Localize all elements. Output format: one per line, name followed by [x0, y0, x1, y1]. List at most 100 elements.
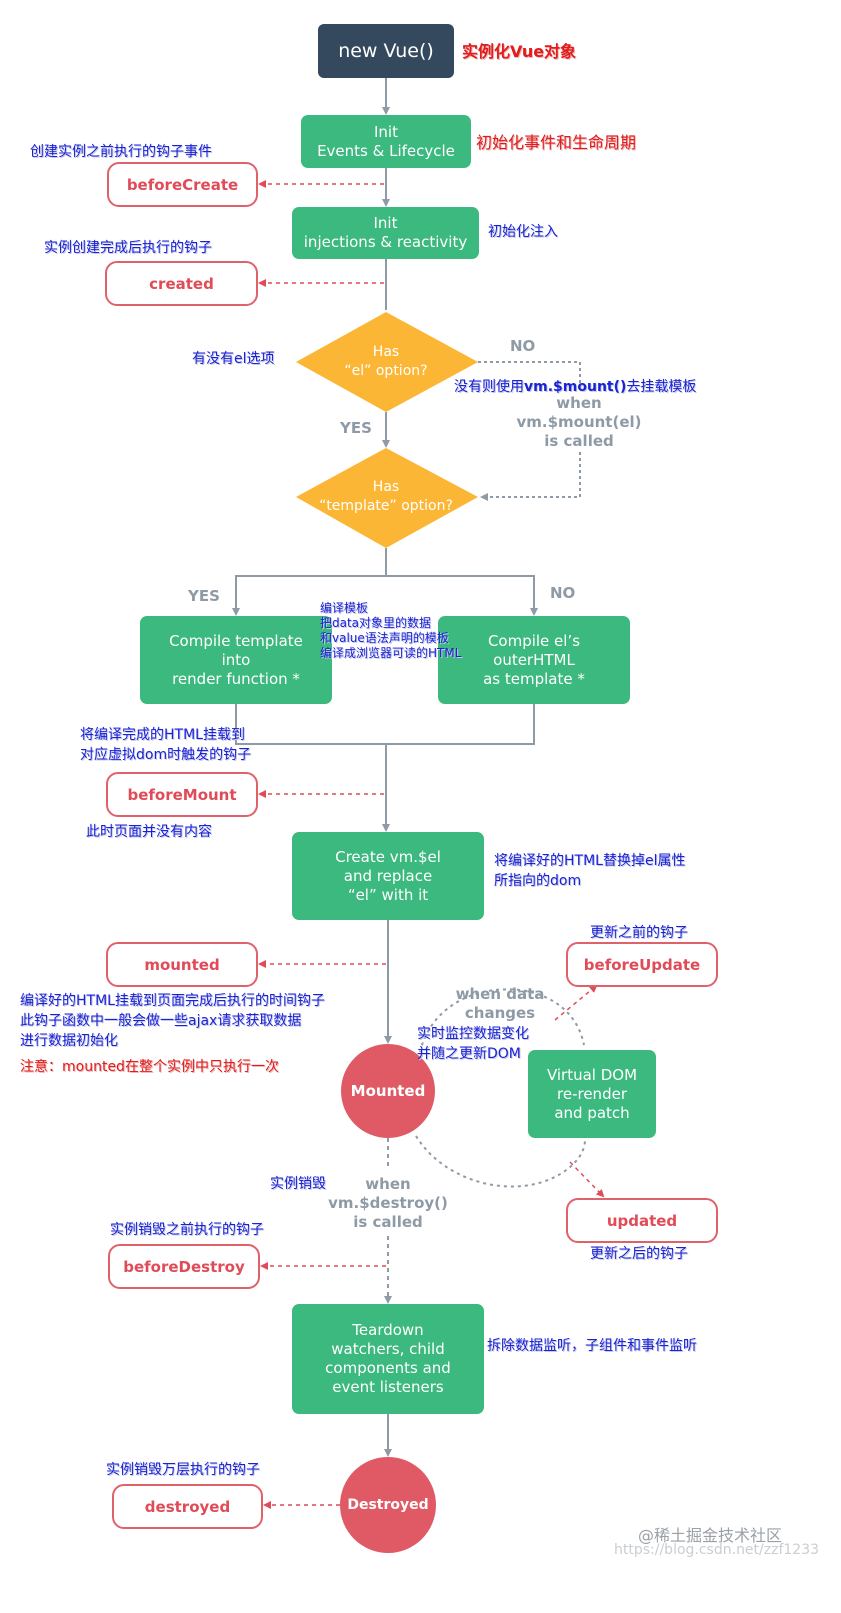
hook-destroyed: destroyed — [112, 1484, 263, 1529]
hook-created: created — [105, 261, 258, 306]
annotation-line: 对应虚拟dom时触发的钩子 — [80, 747, 252, 763]
init-injections-node: Init injections & reactivity — [292, 207, 479, 259]
watermark-site: @稀土掘金技术社区 — [638, 1526, 783, 1545]
update-loop — [419, 988, 585, 1053]
node-line: into — [221, 650, 251, 669]
hook-before-destroy: beforeDestroy — [108, 1244, 260, 1289]
hook-before-mount: beforeMount — [106, 772, 258, 817]
annotation-before-mount: 将编译完成的HTML挂载到 对应虚拟dom时触发的钩子 — [80, 725, 251, 765]
node-line: Has — [372, 479, 400, 495]
new-vue-label: new Vue() — [338, 40, 434, 62]
flow-line — [386, 575, 538, 616]
node-line: “el” with it — [347, 885, 429, 904]
annotation-mounted-desc: 编译好的HTML挂载到页面完成后执行的时间钩子 此钩子函数中一般会做一些ajax… — [20, 991, 325, 1051]
annotation-line: 所指向的dom — [494, 873, 582, 889]
annotation-part: 去挂载模板 — [626, 379, 697, 395]
flow-line — [480, 452, 581, 501]
annotation-line: 编译模板 — [320, 601, 369, 615]
yes-label-1: YES — [340, 419, 372, 437]
new-vue-node: new Vue() — [318, 24, 454, 78]
annotation-line: 并随之更新DOM — [417, 1046, 521, 1062]
annotation-line: 进行数据初始化 — [20, 1033, 118, 1049]
hook-before-create: beforeCreate — [107, 162, 258, 207]
hook-label: beforeMount — [127, 785, 237, 804]
hook-arrow — [569, 1161, 605, 1198]
hook-before-update: beforeUpdate — [566, 942, 718, 987]
hook-label: destroyed — [144, 1497, 231, 1516]
yes-label-2: YES — [188, 587, 220, 605]
create-el-node: Create vm.$el and replace “el” with it — [292, 832, 484, 920]
annotation-part: vm.$mount() — [524, 379, 627, 395]
annotation-part: 没有则使用 — [454, 379, 524, 395]
node-line: Events & Lifecycle — [317, 141, 455, 160]
annotation-destroy: 实例销毁 — [270, 1176, 326, 1192]
annotation-no-content: 此时页面并没有内容 — [86, 824, 212, 840]
node-line: watchers, child — [331, 1340, 445, 1358]
label-line: when — [556, 394, 602, 412]
hook-label: beforeCreate — [126, 175, 239, 194]
node-line: Init — [374, 122, 398, 141]
node-line: Init — [373, 214, 398, 232]
node-line: and patch — [554, 1103, 630, 1122]
watermark-url: https://blog.csdn.net/zzf1233 — [614, 1542, 820, 1558]
annotation-line: 实时监控数据变化 — [417, 1026, 529, 1042]
label-line: is called — [353, 1213, 423, 1231]
hook-updated: updated — [566, 1198, 718, 1243]
annotation-instantiate: 实例化Vue对象 — [462, 42, 577, 61]
node-line: Mounted — [350, 1082, 426, 1100]
flow-line — [232, 548, 387, 616]
annotation-line: 此钩子函数中一般会做一些ajax请求获取数据 — [20, 1013, 302, 1029]
annotation-before-create: 创建实例之前执行的钩子事件 — [30, 144, 212, 160]
label-line: vm.$mount(el) — [516, 413, 642, 431]
teardown-node: Teardown watchers, child components and … — [292, 1304, 484, 1414]
node-line: Compile template — [169, 631, 303, 650]
flow-line — [235, 704, 535, 745]
has-template-diamond — [296, 448, 478, 548]
annotation-updated: 更新之后的钩子 — [590, 1246, 688, 1262]
hook-mounted: mounted — [106, 942, 258, 987]
hook-label: mounted — [144, 955, 220, 974]
annotation-has-el: 有没有el选项 — [192, 351, 275, 367]
compile-el-node: Compile el’s outerHTML as template * — [438, 616, 630, 704]
annotation-line: 编译好的HTML挂载到页面完成后执行的时间钩子 — [20, 993, 325, 1009]
annotation-init-inject: 初始化注入 — [488, 224, 558, 240]
mounted-circle: Mounted — [341, 1044, 435, 1138]
hook-label: updated — [606, 1211, 678, 1230]
annotation-line: 编译成浏览器可读的HTML — [320, 646, 462, 660]
node-line: Compile el’s — [487, 631, 581, 650]
annotation-mounted-warning: 注意：mounted在整个实例中只执行一次 — [20, 1059, 279, 1075]
annotation-replace-el: 将编译好的HTML替换掉el属性 所指向的dom — [494, 851, 685, 891]
annotation-teardown: 拆除数据监听，子组件和事件监听 — [487, 1338, 697, 1354]
node-line: injections & reactivity — [303, 233, 468, 251]
annotation-init-events: 初始化事件和生命周期 — [476, 133, 637, 152]
has-template-label: Has “template” option? — [306, 478, 466, 516]
node-line: event listeners — [332, 1378, 444, 1396]
init-events-node: Init Events & Lifecycle — [301, 115, 471, 168]
node-line: “el” option? — [344, 363, 428, 379]
node-line: Has — [372, 344, 400, 360]
flow-line — [478, 361, 581, 390]
compile-template-node: Compile template into render function * — [140, 616, 332, 704]
node-line: Create vm.$el — [335, 847, 441, 866]
label-line: when data — [455, 985, 545, 1003]
annotation-line: 将编译完成的HTML挂载到 — [80, 727, 245, 743]
annotation-created: 实例创建完成后执行的钩子 — [44, 240, 212, 256]
destroyed-circle: Destroyed — [340, 1457, 436, 1553]
annotation-line: 把data对象里的数据 — [320, 616, 432, 630]
label-line: vm.$destroy() — [328, 1194, 448, 1212]
hook-label: beforeDestroy — [123, 1257, 245, 1276]
no-label-2: NO — [550, 584, 576, 602]
hook-label: beforeUpdate — [583, 955, 701, 974]
node-line: “template” option? — [319, 498, 453, 514]
has-el-diamond — [296, 312, 478, 412]
node-line: outerHTML — [493, 650, 575, 669]
label-line: when — [365, 1175, 411, 1193]
node-line: render function * — [172, 669, 300, 688]
node-line: Teardown — [352, 1321, 424, 1339]
node-line: and replace — [343, 866, 433, 885]
label-line: changes — [464, 1004, 536, 1022]
node-line: Virtual DOM — [546, 1065, 638, 1084]
hook-label: created — [149, 274, 214, 293]
virtual-dom-node: Virtual DOM re-render and patch — [528, 1050, 656, 1138]
